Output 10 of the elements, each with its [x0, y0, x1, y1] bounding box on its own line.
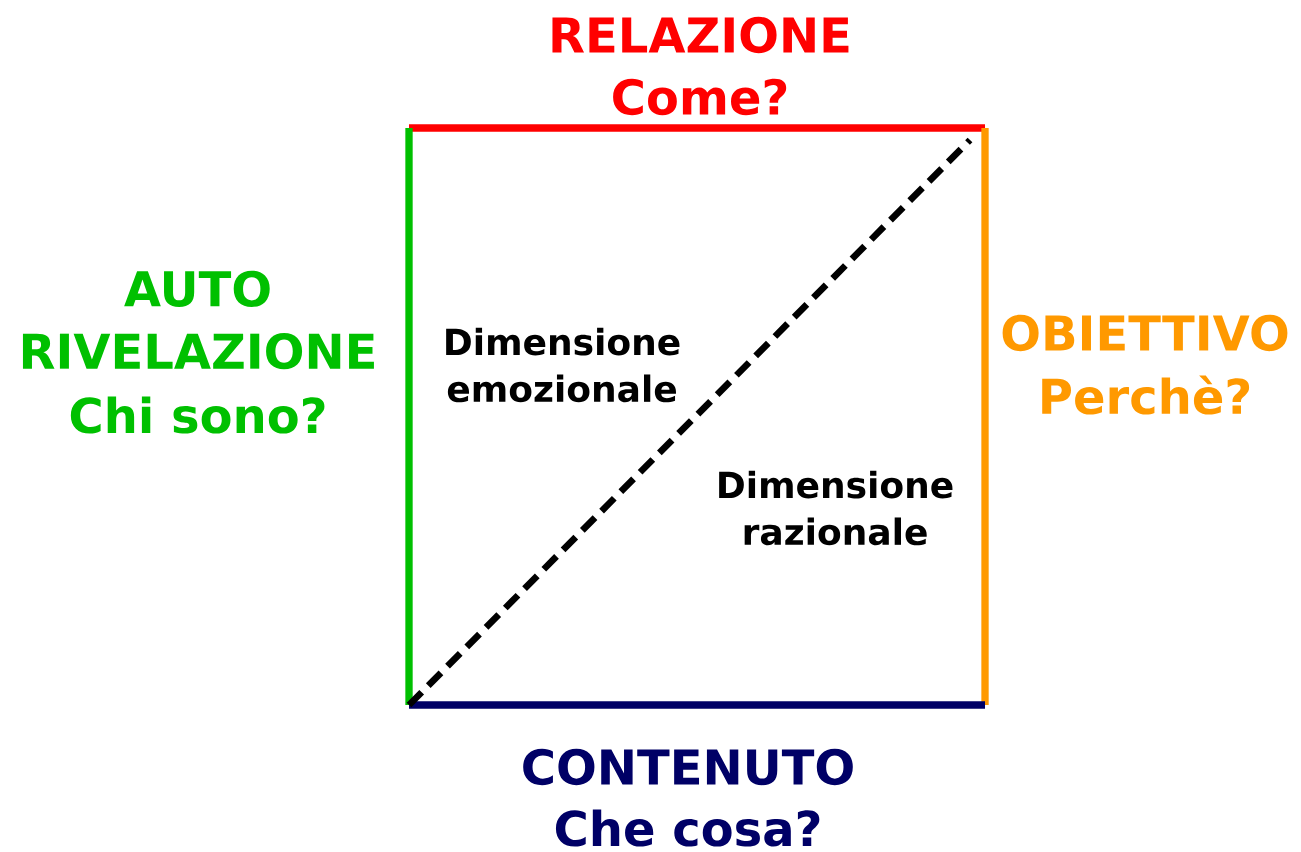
heading-text: OBIETTIVO — [1002, 314, 1288, 352]
question-text: Che cosa? — [555, 809, 820, 847]
question-text: Chi sono? — [70, 396, 325, 434]
heading-text: AUTO RIVELAZIONE — [22, 270, 374, 370]
question-text: Come? — [613, 78, 787, 116]
question-text: Perchè? — [1042, 375, 1250, 415]
heading-text: CONTENUTO — [523, 748, 853, 786]
area-label: Dimensione emozionale — [446, 327, 680, 403]
area-label: Dimensione razionale — [719, 470, 953, 546]
heading-text: RELAZIONE — [552, 16, 849, 54]
